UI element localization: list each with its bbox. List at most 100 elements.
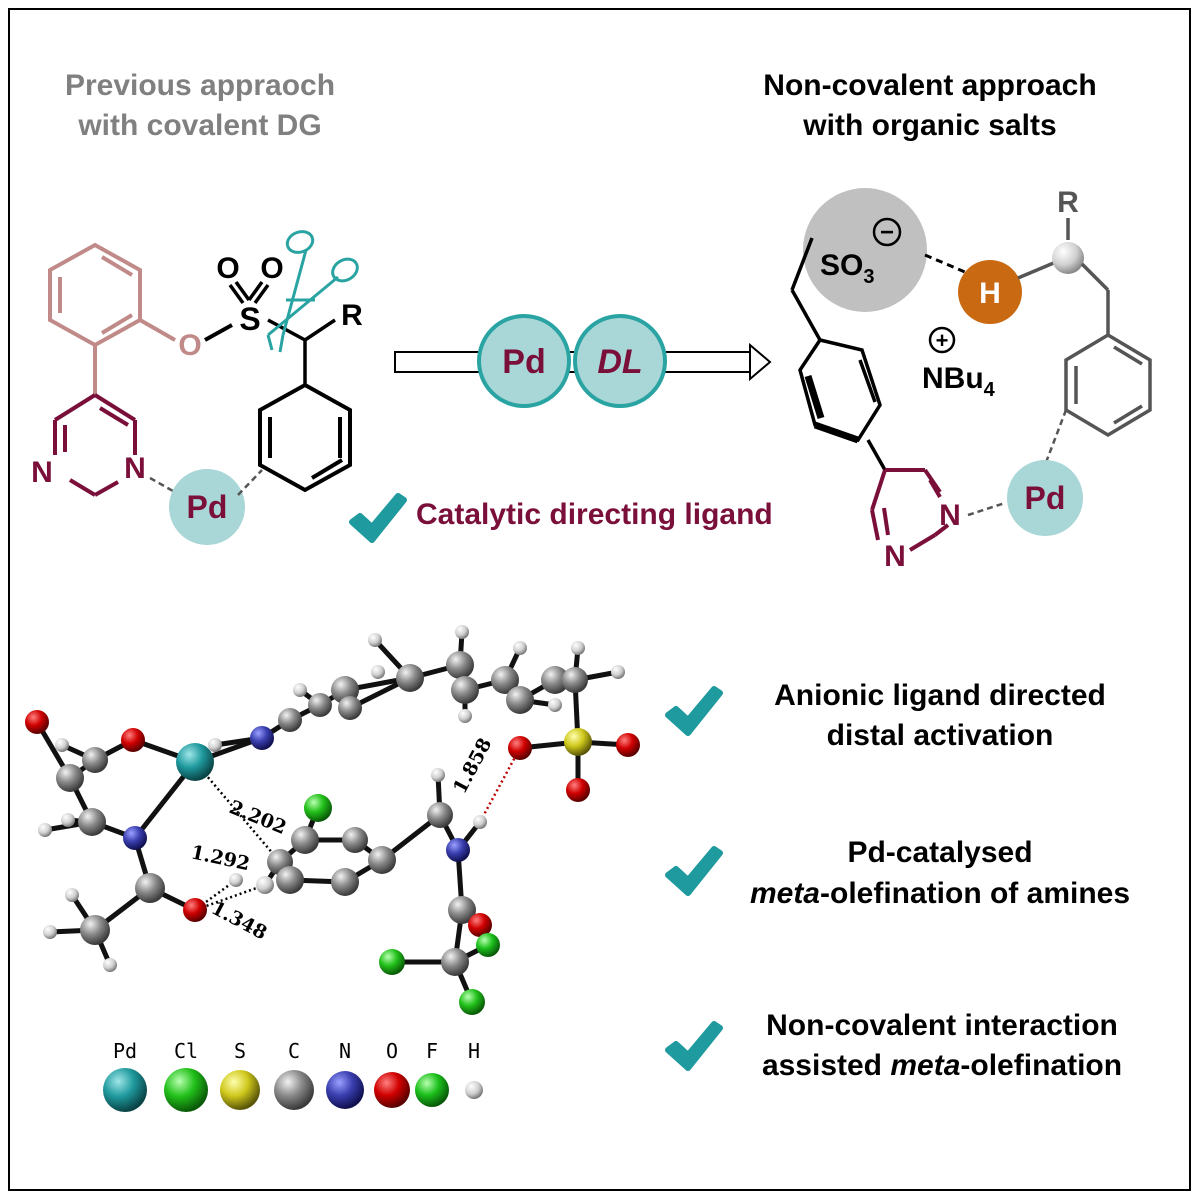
atom-c [56,764,84,792]
atom-o [121,728,145,752]
right-pyrimidine-n1: N [939,499,961,532]
legend-label-pd: Pd [113,1039,137,1063]
distance-label-1: 2.202 [226,796,289,839]
bullet-3-line1: Non-covalent interaction [766,1009,1118,1042]
atom-h [229,873,243,887]
atom-h [208,738,222,752]
atom-h [38,823,52,837]
h-label: H [979,277,1001,310]
atom-h [256,876,274,894]
distance-label-4: 1.858 [449,734,496,797]
atom-c [448,896,476,924]
bullet-1-line2: distal activation [827,719,1054,752]
bullet-list: Anionic ligand directed distal activatio… [665,679,1130,1082]
atom-n [446,838,470,862]
atom-h [455,625,469,639]
plus-charge-circle [928,326,956,354]
atom-c [338,696,362,720]
atom-h [611,665,625,679]
atom-h [43,925,57,939]
atom-o [183,898,207,922]
legend-sphere-n [326,1071,364,1109]
bullet-2-line1: Pd-catalysed [847,836,1032,869]
atom-o [566,778,590,802]
tether-chain [790,237,822,341]
sulfonyl-s: S [239,301,260,337]
atom-c [331,868,359,896]
atom-h [65,888,79,902]
atom-c [506,686,534,714]
atom-c [396,664,424,692]
left-r-group: R [341,299,363,332]
atom-c [291,826,319,854]
atom-h [548,698,562,712]
atom-c [308,693,332,717]
legend-label-h: H [468,1039,480,1063]
outer-frame [8,8,1191,1191]
atom-n [123,826,147,850]
right-panel: Non-covalent approach with organic salts… [763,69,1152,573]
reaction-arrow: Pd DL [394,314,772,408]
legend-sphere-h [465,1081,483,1099]
minus-charge-circle [872,217,902,247]
checkmark-icon [349,493,407,543]
atom-c [368,846,396,874]
atom-h [371,665,385,679]
atom-o [508,736,532,760]
hbond-dash [924,253,966,274]
atom-h [458,709,472,723]
atom-c [278,708,302,732]
atom-c [446,651,474,679]
right-pd-circle [1007,460,1083,536]
left-pd-circle [169,469,245,545]
nbu4-label: NBu4 [922,362,996,401]
atom-cl [379,949,405,975]
arrow-dl-label: DL [597,343,642,381]
atom-h [571,641,585,655]
c-ch2-bond [1080,262,1110,292]
minus-charge: − [880,219,894,246]
bullet-3-check-icon [665,1021,723,1071]
atom-cl [459,989,485,1015]
atom-cl [304,794,332,822]
carbon-sphere [1052,242,1084,274]
legend-label-o: O [386,1039,398,1063]
right-gray-benzene [1064,332,1152,438]
h-circle [958,260,1022,324]
atom-h [55,738,69,752]
right-title-line2: with organic salts [802,109,1056,142]
scissors-icon [266,230,359,353]
atom-h [61,813,75,827]
atom-h [293,683,307,697]
legend-sphere-s [220,1070,260,1110]
distance-label-2: 1.292 [189,841,252,875]
right-title-line1: Non-covalent approach [763,69,1096,102]
h-c-bond [1017,260,1057,280]
o-s-bond [204,323,233,342]
bullet-3-line2: assisted meta-olefination [762,1049,1122,1082]
plus-charge: + [936,328,949,353]
legend-label-cl: Cl [174,1039,198,1063]
arene-pd-dash [1043,409,1068,466]
left-black-benzene [258,382,352,493]
right-pyrimidine-n2: N [884,540,906,573]
atom-c [451,676,479,704]
atom-f [476,933,500,957]
legend-sphere-c [274,1070,314,1110]
ether-oxygen: O [178,329,201,362]
right-r-group: R [1057,186,1079,219]
catalytic-label: Catalytic directing ligand [416,498,773,531]
atom-h [431,768,445,782]
atom-h [513,641,527,655]
so3-label: SO3 [820,249,874,288]
legend-label-c: C [288,1039,300,1063]
atom-c [342,827,368,853]
legend-label-s: S [234,1039,246,1063]
legend-label-f: F [426,1039,438,1063]
atom-c [80,915,110,945]
atom-n [250,726,274,750]
sulfonate-circle [803,188,927,312]
atom-c [427,802,453,828]
